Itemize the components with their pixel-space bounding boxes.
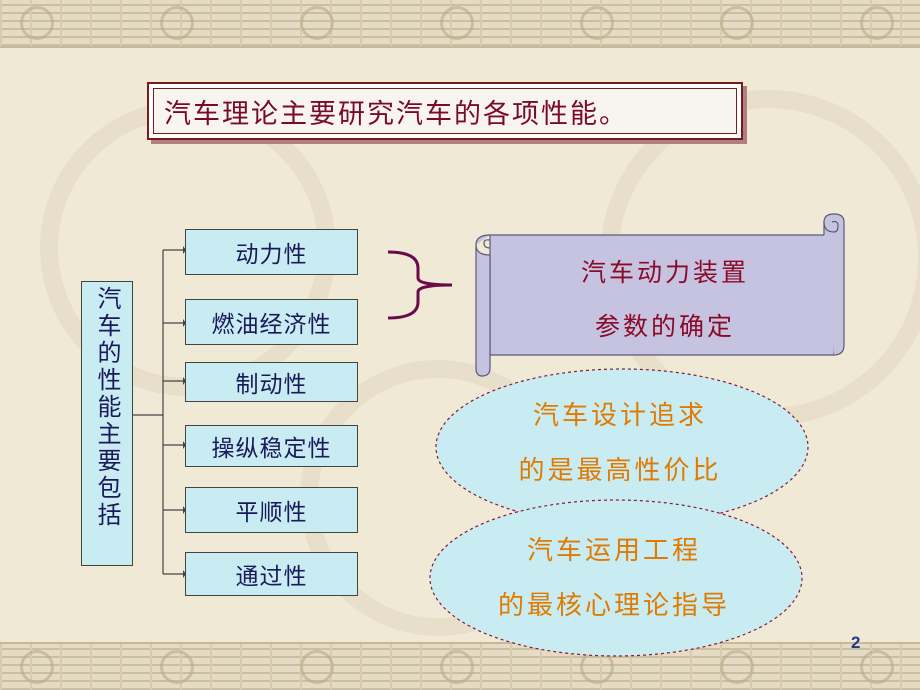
knot-ornament-icon xyxy=(160,6,194,40)
title-box: 汽车理论主要研究汽车的各项性能。 xyxy=(147,82,743,140)
ellipse2-line-1: 汽车运用工程 xyxy=(526,536,701,566)
item-fuel-economy: 燃油经济性 xyxy=(185,299,358,345)
branch-arrows xyxy=(163,246,186,578)
knot-ornament-icon xyxy=(160,650,194,684)
decorative-border-top xyxy=(0,0,920,48)
knot-ornament-icon xyxy=(20,650,54,684)
decorative-border-bottom xyxy=(0,642,920,690)
item-ride-comfort: 平顺性 xyxy=(185,487,358,533)
knot-ornament-icon xyxy=(720,6,754,40)
knot-ornament-icon xyxy=(440,650,474,684)
item-power-performance: 动力性 xyxy=(185,229,358,275)
knot-ornament-icon xyxy=(860,6,894,40)
knot-ornament-icon xyxy=(300,650,334,684)
slide-title: 汽车理论主要研究汽车的各项性能。 xyxy=(153,88,737,134)
item-handling-stability: 操纵稳定性 xyxy=(185,425,358,467)
performance-label: 汽车的性能主要包括 xyxy=(93,286,121,529)
knot-ornament-icon xyxy=(20,6,54,40)
ellipse2-line-2: 的最核心理论指导 xyxy=(497,591,730,621)
knot-ornament-icon xyxy=(580,6,614,40)
item-braking: 制动性 xyxy=(185,362,358,402)
scroll-line-2: 参数的确定 xyxy=(594,312,735,341)
ellipse1-line-2: 的是最高性价比 xyxy=(518,456,722,486)
scroll-line-1: 汽车动力装置 xyxy=(580,258,749,287)
ellipse-application xyxy=(429,499,803,657)
ellipse1-line-1: 汽车设计追求 xyxy=(532,401,707,431)
knot-ornament-icon xyxy=(720,650,754,684)
knot-ornament-icon xyxy=(300,6,334,40)
knot-ornament-icon xyxy=(860,650,894,684)
knot-ornament-icon xyxy=(440,6,474,40)
scroll-banner xyxy=(475,213,845,377)
curly-brace xyxy=(387,250,453,320)
performance-label-box: 汽车的性能主要包括 xyxy=(81,281,133,566)
page-number: 2 xyxy=(851,633,861,652)
item-passability: 通过性 xyxy=(185,552,358,596)
